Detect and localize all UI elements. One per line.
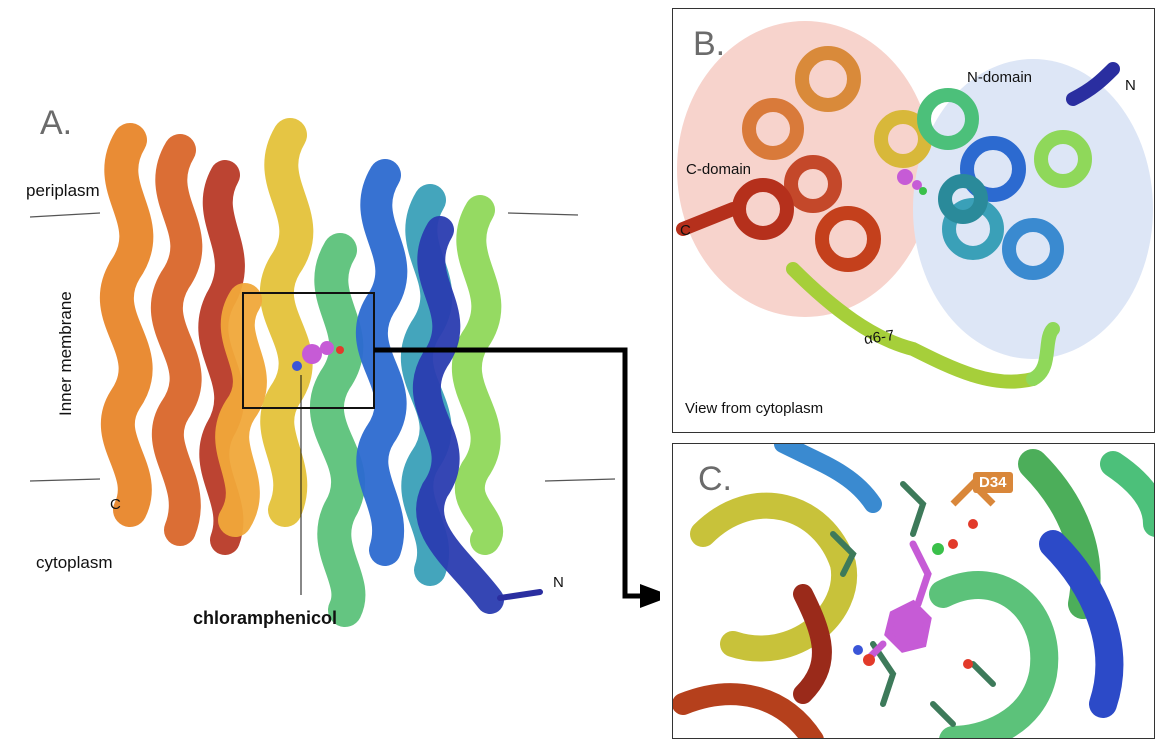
d34-residue-label: D34	[973, 472, 1013, 493]
panel-c-helices	[673, 444, 1154, 738]
c-domain-label: C-domain	[686, 161, 752, 178]
cytoplasm-label: cytoplasm	[36, 553, 113, 572]
panel-c-closeup-figure	[673, 444, 1154, 738]
chloramphenicol-label: chloramphenicol	[193, 608, 338, 628]
panel-c-ligand	[864, 540, 932, 663]
periplasm-label: periplasm	[26, 181, 100, 200]
cytoplasm-boundary-right	[544, 478, 616, 482]
panel-c-letter: C.	[698, 460, 732, 498]
panel-c-atoms	[853, 519, 978, 669]
inner-membrane-label: Inner membrane	[56, 291, 75, 416]
helix-bundle	[99, 118, 543, 627]
panel-a-protein-figure	[29, 118, 660, 627]
panel-b-letter: B.	[693, 25, 726, 63]
n-terminus-label-b: N	[1125, 77, 1136, 94]
panel-a-letter: A.	[40, 104, 73, 142]
panel-b: B. N-domain N C-domain C α6-7 View from …	[672, 8, 1155, 433]
periplasm-boundary-right	[507, 212, 579, 216]
panel-b-protein-figure	[676, 21, 1153, 389]
panel-b-ligand	[897, 169, 927, 195]
connector-arrowhead	[640, 584, 660, 608]
periplasm-boundary-left	[29, 212, 101, 218]
cytoplasm-boundary-left	[29, 478, 101, 482]
n-domain-label: N-domain	[967, 69, 1033, 86]
n-terminus-label-a: N	[553, 574, 564, 591]
c-terminus-label-b: C	[680, 222, 691, 239]
panel-c: C. D34	[672, 443, 1155, 739]
panel-c-sidechains	[830, 481, 996, 727]
panel-b-helices	[676, 46, 1120, 389]
chloramphenicol-ligand	[292, 341, 344, 371]
c-terminus-label-a: C	[110, 496, 121, 513]
view-label: View from cytoplasm	[685, 400, 824, 417]
